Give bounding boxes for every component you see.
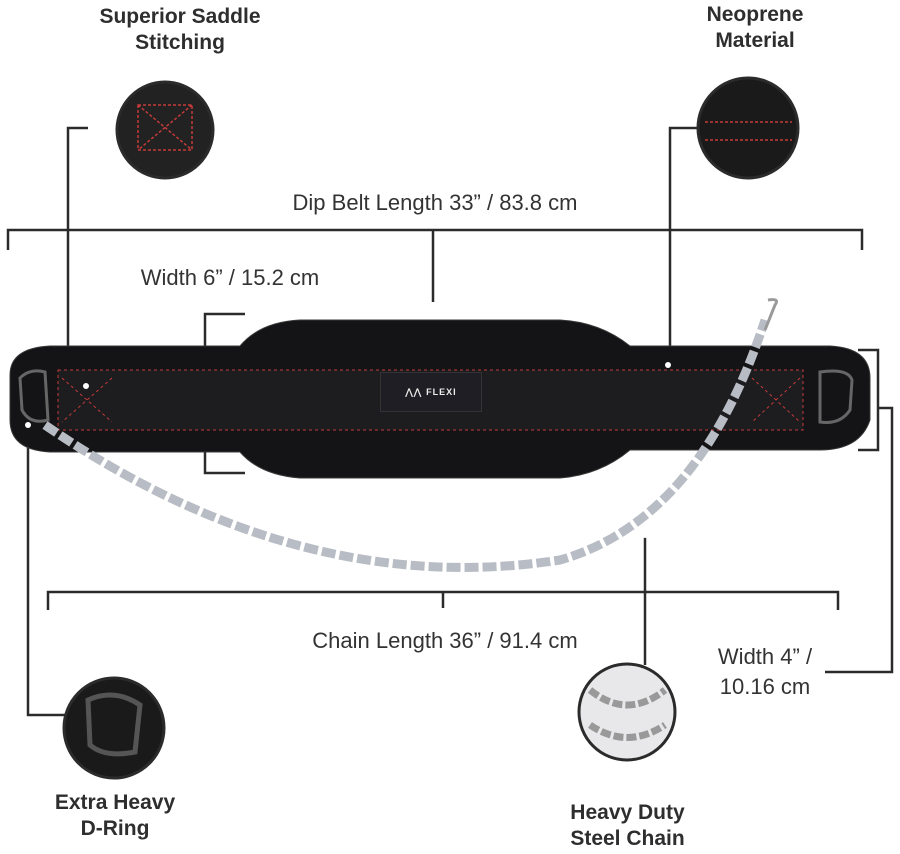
stitching-leader	[66, 126, 88, 385]
end-width-leader	[825, 406, 894, 674]
chain-callout: Heavy Duty Steel Chain	[570, 801, 685, 850]
logo-mark-icon: ⋀⋀	[405, 386, 423, 397]
dring-leader	[26, 425, 65, 717]
chain-hook	[763, 298, 778, 331]
chain-detail	[577, 662, 677, 762]
end-width-label: Width 4” / 10.16 cm	[717, 644, 813, 699]
stitching-detail	[115, 80, 215, 180]
neoprene-detail	[696, 76, 800, 180]
belt-length-label: Dip Belt Length 33” / 83.8 cm	[292, 190, 578, 215]
detail-circles	[62, 76, 800, 780]
neoprene-callout: Neoprene Material	[706, 3, 804, 52]
dring-callout: Extra Heavy D-Ring	[54, 791, 176, 840]
end-width-bracket	[858, 348, 880, 452]
belt-length-bracket	[6, 228, 864, 250]
stitching-callout: Superior Saddle Stitching	[99, 5, 261, 54]
dimension-lines	[6, 126, 894, 717]
belt-width-label: Width 6” / 15.2 cm	[140, 265, 320, 290]
brand-logo: ⋀⋀ FLEXI	[380, 372, 482, 412]
steel-chain	[42, 318, 770, 572]
chain-length-label: Chain Length 36” / 91.4 cm	[312, 628, 578, 653]
